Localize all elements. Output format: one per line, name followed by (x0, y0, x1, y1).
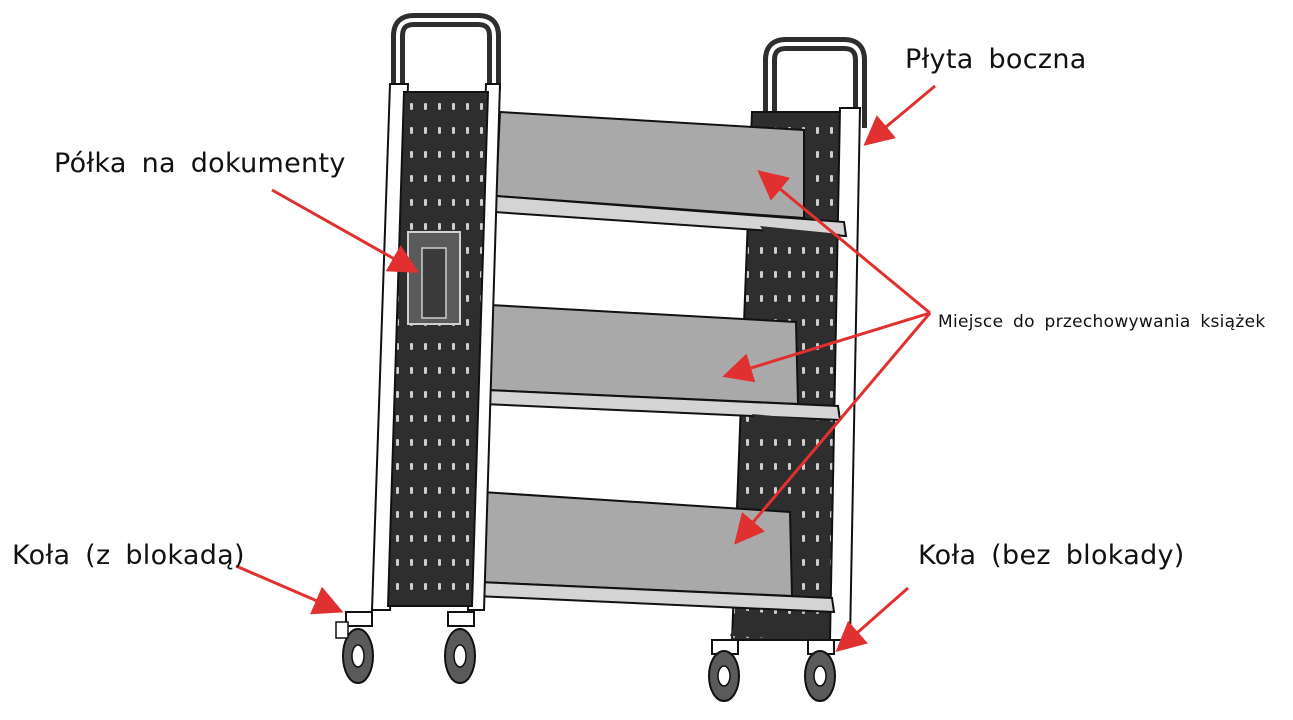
shelves (474, 110, 848, 640)
label-side-panel: Płyta boczna (905, 44, 1087, 75)
caster-rear-right (804, 639, 836, 702)
arrow-storage-middle (722, 311, 931, 383)
caster-rear-left (708, 639, 740, 702)
arrow-document-shelf (271, 188, 420, 273)
label-document-shelf: Półka na dokumenty (54, 148, 346, 179)
label-wheels-locking: Koła (z blokadą) (12, 540, 245, 571)
arrow-storage-bottom (734, 312, 932, 545)
shelf-middle (482, 303, 842, 436)
document-pocket (407, 231, 461, 325)
arrow-storage-top (757, 170, 931, 315)
left-handle (391, 13, 501, 90)
callout-arrows (235, 84, 936, 652)
arrow-side-panel (863, 84, 936, 146)
caster-front-right (444, 611, 476, 684)
label-book-storage: Miejsce do przechowywania książek (938, 312, 1266, 332)
shelf-top (492, 110, 848, 246)
left-side-panel (370, 13, 502, 611)
arrow-wheels-non-locking (835, 586, 909, 652)
caster-front-left (335, 611, 374, 684)
arrow-wheels-locking (235, 564, 344, 615)
shelf-bottom (474, 490, 836, 640)
casters (335, 611, 836, 702)
label-wheels-non-locking: Koła (bez blokady) (918, 540, 1185, 571)
left-panel-body (386, 91, 490, 607)
